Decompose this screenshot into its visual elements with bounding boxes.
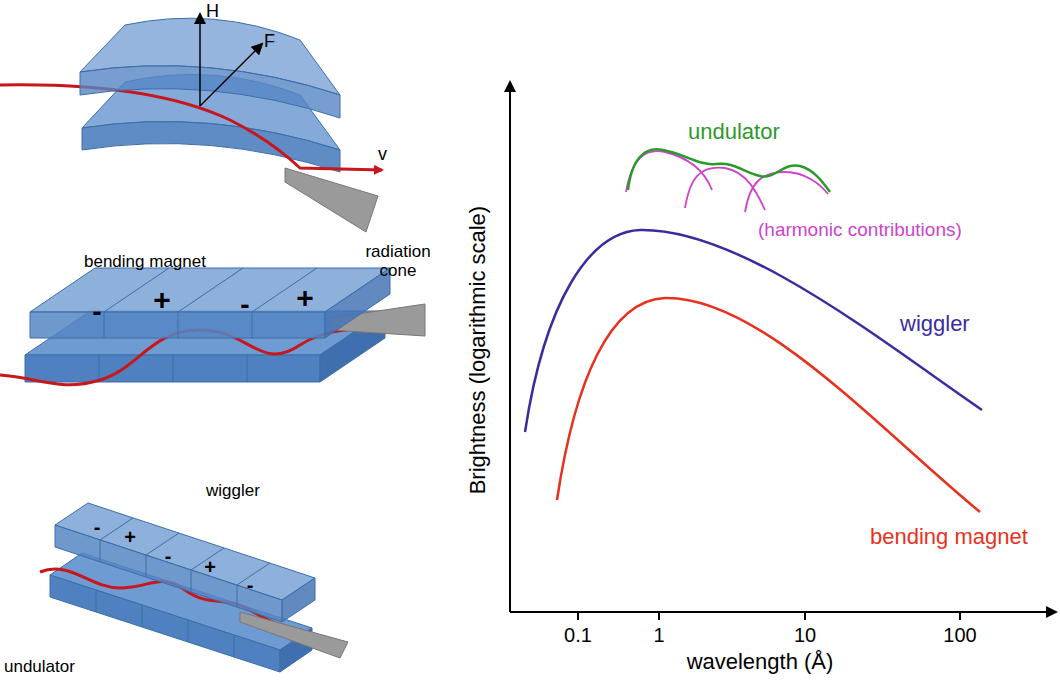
upper-array-dividers bbox=[104, 268, 317, 338]
upper-pole-front bbox=[80, 66, 340, 118]
vector-label: F bbox=[264, 32, 275, 52]
pole-sign: + bbox=[296, 281, 314, 314]
undulator-drawing bbox=[40, 503, 348, 672]
pole-sign: - bbox=[247, 574, 254, 596]
pole-sign: + bbox=[204, 556, 216, 578]
series-label: wiggler bbox=[900, 312, 970, 336]
x-axis bbox=[510, 611, 1056, 613]
pole-sign: - bbox=[240, 290, 249, 321]
tick-label: 100 bbox=[943, 624, 976, 646]
radiation-cone bbox=[240, 612, 348, 658]
bending-magnet-curve bbox=[557, 298, 980, 512]
cone-label: radiation cone bbox=[352, 243, 444, 280]
x-ticks bbox=[578, 612, 960, 620]
bending-magnet-drawing bbox=[0, 14, 382, 232]
device-label: bending magnet bbox=[84, 253, 206, 272]
harmonic-curve bbox=[745, 172, 828, 212]
undulator-curve bbox=[628, 149, 830, 192]
pole-sign: - bbox=[165, 545, 172, 567]
series-label: (harmonic contributions) bbox=[758, 220, 962, 241]
axis-title: wavelength (Å) bbox=[687, 650, 834, 674]
lower-array-front bbox=[25, 355, 320, 382]
chart bbox=[510, 82, 1056, 620]
wiggler-curve bbox=[525, 230, 982, 432]
force-vector bbox=[200, 44, 262, 106]
wiggler-drawing bbox=[0, 268, 425, 385]
tick-label: 10 bbox=[794, 624, 816, 646]
upper-array-side bbox=[282, 578, 315, 622]
field-vector bbox=[199, 14, 201, 106]
upper-array-dividers bbox=[100, 518, 270, 607]
series-label: bending magnet bbox=[870, 525, 1028, 549]
pole-sign: - bbox=[92, 297, 101, 328]
device-label: wiggler bbox=[206, 482, 260, 501]
series-label: undulator bbox=[688, 120, 780, 144]
axis-title: Brightness (logarithmic scale) bbox=[466, 206, 490, 495]
lower-pole-front bbox=[82, 122, 340, 172]
pole-sign: + bbox=[153, 283, 171, 316]
pole-sign: + bbox=[124, 526, 136, 548]
vector-label: H bbox=[206, 2, 219, 22]
tick-label: 1 bbox=[653, 624, 664, 646]
tick-label: 0.1 bbox=[564, 624, 592, 646]
vector-label: v bbox=[378, 145, 387, 165]
y-axis bbox=[509, 82, 511, 612]
device-label: undulator bbox=[4, 658, 75, 677]
pole-sign: - bbox=[94, 516, 101, 538]
radiation-cone bbox=[285, 168, 378, 232]
